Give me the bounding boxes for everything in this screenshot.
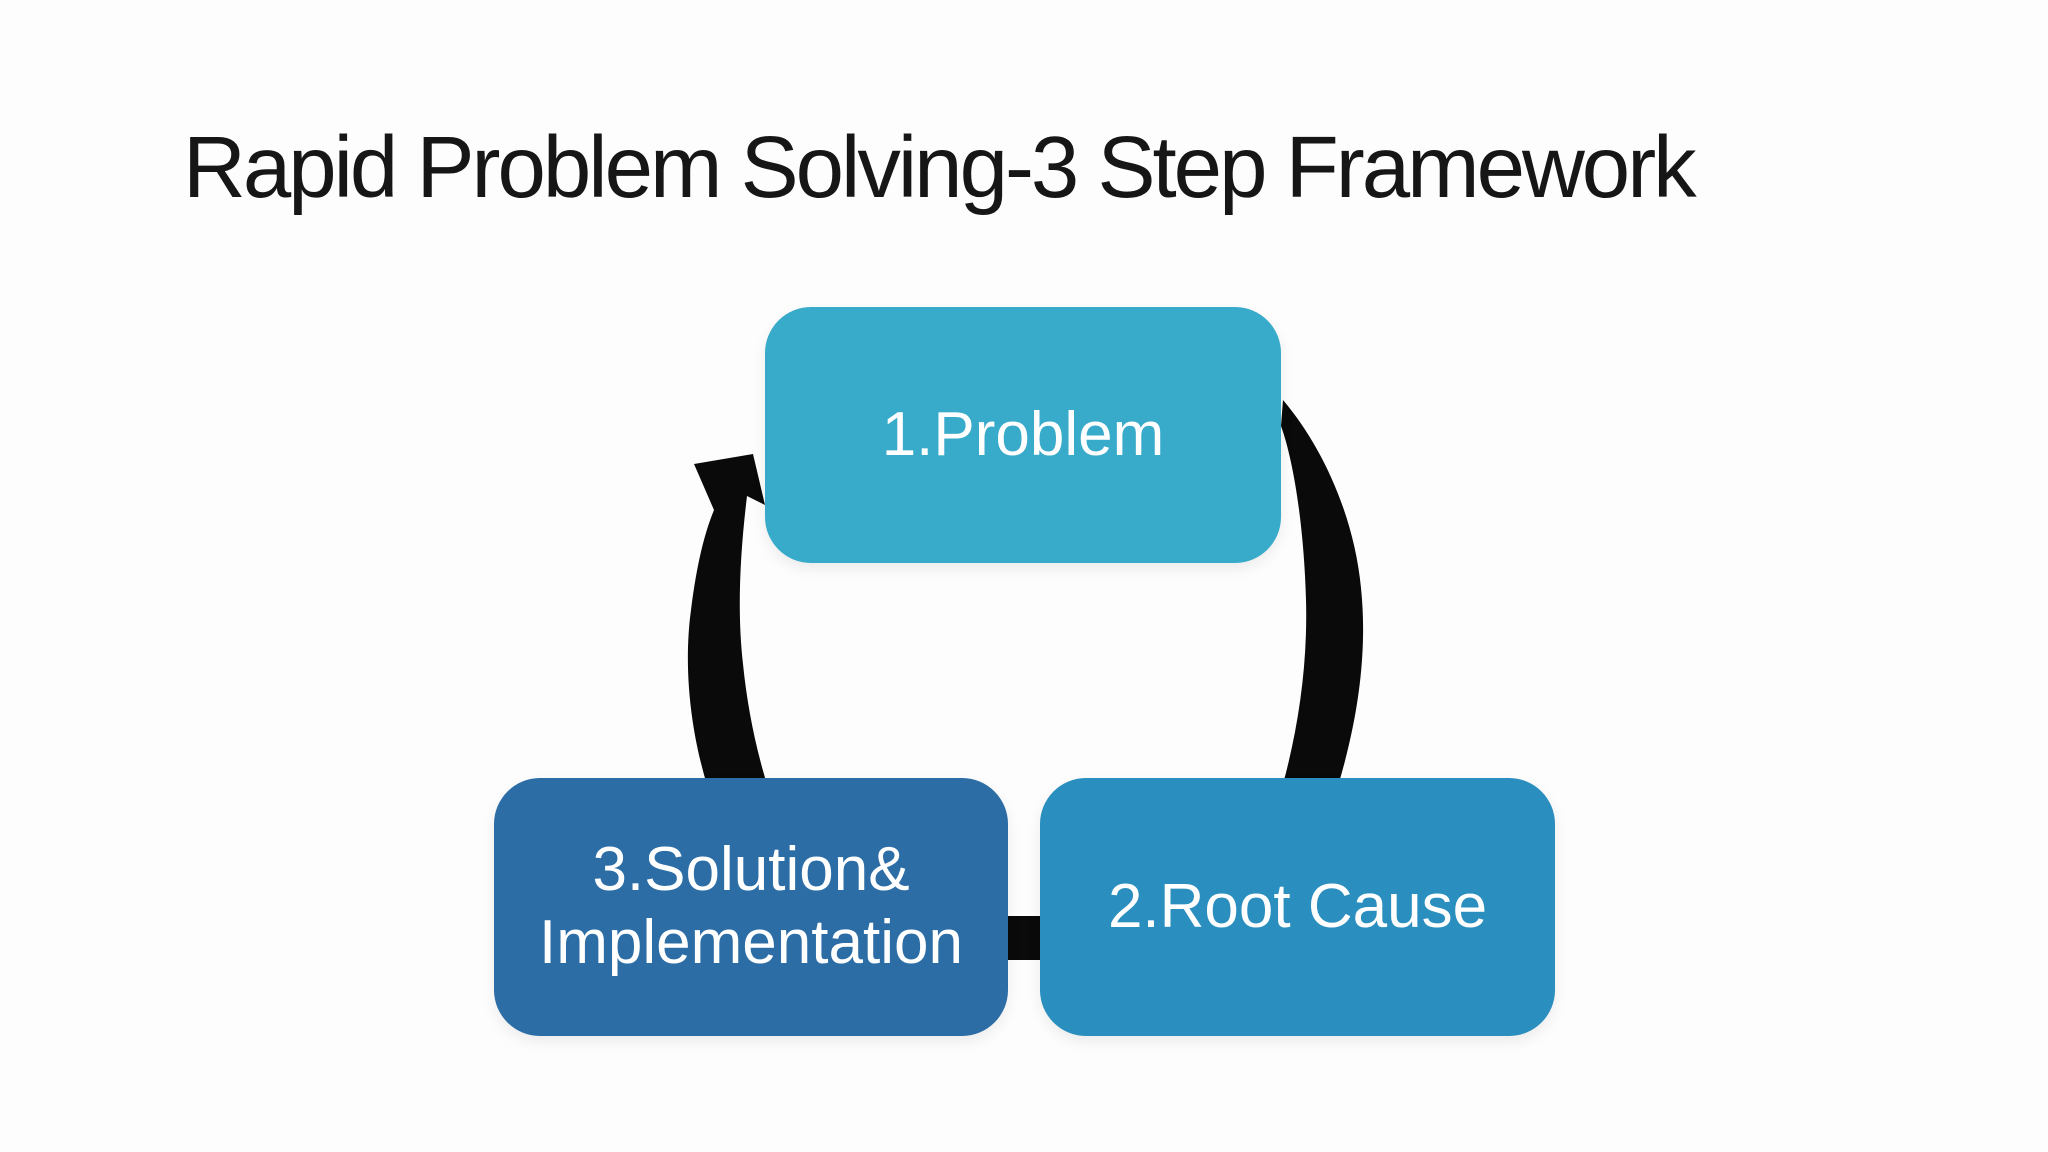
cycle-node-root-cause-label: 2.Root Cause	[1107, 871, 1488, 941]
cycle-node-solution-line1: 3.Solution&	[592, 835, 910, 905]
cycle-arrow-step1-to-step2	[1276, 400, 1364, 808]
cycle-node-solution-implementation: 3.Solution& Implementation	[494, 778, 1008, 1036]
cycle-arrow-step3-to-step1	[687, 454, 776, 812]
cycle-node-root-cause: 2.Root Cause	[1040, 778, 1555, 1036]
cycle-node-solution-line2: Implementation	[539, 908, 963, 977]
cycle-node-problem: 1.Problem	[765, 307, 1281, 563]
slide-title: Rapid Problem Solving-3 Step Framework	[183, 119, 1697, 216]
cycle-node-problem-label: 1.Problem	[881, 399, 1165, 469]
cycle-arrow-step2-to-step3	[1002, 916, 1044, 960]
